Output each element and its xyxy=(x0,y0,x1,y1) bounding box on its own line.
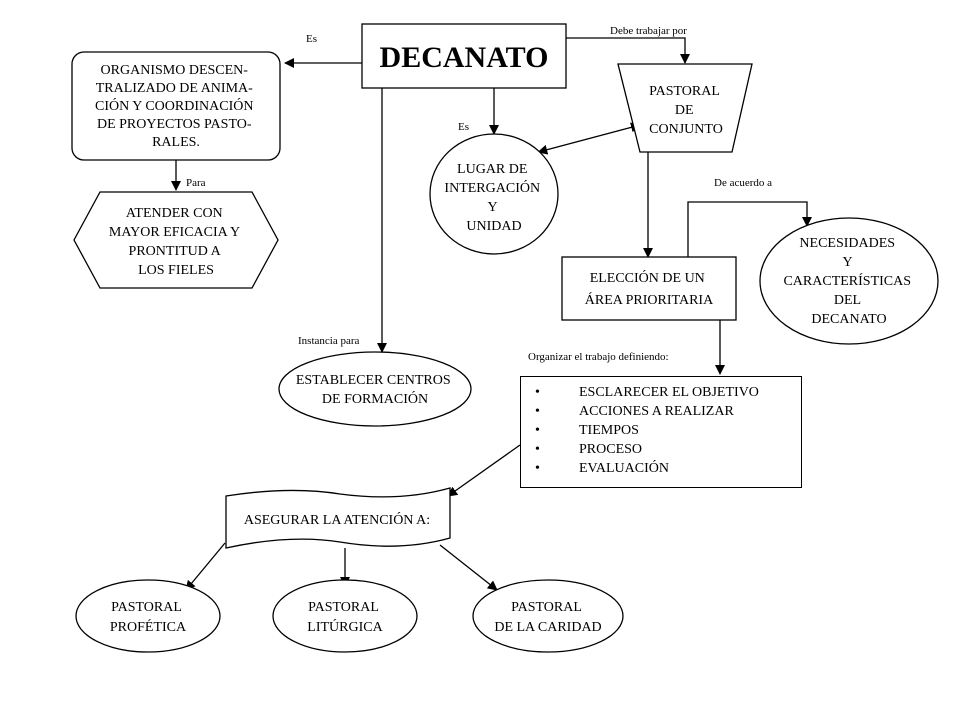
atender-line-4: LOS FIELES xyxy=(138,263,214,278)
organismo-line-1: ORGANISMO DESCEN- xyxy=(101,63,249,78)
establecer-line-1: ESTABLECER CENTROS xyxy=(296,373,451,388)
profetica-line-2: PROFÉTICA xyxy=(110,618,187,635)
svg-text:PASTORAL LITÚRGICA: PASTORAL LITÚRGICA xyxy=(307,600,383,635)
lugar-node: LUGAR DE INTERGACIÓN Y UNIDAD xyxy=(429,133,559,255)
profetica-line-1: PASTORAL xyxy=(111,600,181,615)
profetica-node: PASTORAL PROFÉTICA xyxy=(75,579,221,653)
necesidades-line-4: DEL xyxy=(834,293,861,308)
necesidades-line-2: Y xyxy=(842,255,852,270)
pastoral-conjunto-line-3: CONJUNTO xyxy=(649,122,723,137)
svg-text:NECESIDADES Y CARA: NECESIDADES Y CARACTERÍSTICAS DEL DECANA… xyxy=(783,236,914,327)
organismo-node: ORGANISMO DESCEN- TRALIZADO DE ANIMA- CI… xyxy=(71,51,281,161)
svg-text:ORGANISMO DESCEN- TRALIZ: ORGANISMO DESCEN- TRALIZADO DE ANIMA- CI… xyxy=(95,63,257,150)
establecer-line-2: DE FORMACIÓN xyxy=(322,390,428,407)
eleccion-node: ELECCIÓN DE UN ÁREA PRIORITARIA xyxy=(561,256,737,321)
label-debe-trabajar: Debe trabajar por xyxy=(610,25,687,37)
eleccion-line-2: ÁREA PRIORITARIA xyxy=(585,291,714,308)
establecer-node: ESTABLECER CENTROS DE FORMACIÓN xyxy=(278,351,472,427)
asegurar-node: ASEGURAR LA ATENCIÓN A: xyxy=(225,487,451,549)
svg-text:PASTORAL DE LA CARIDAD: PASTORAL DE LA CARIDAD xyxy=(494,600,601,635)
necesidades-node: NECESIDADES Y CARACTERÍSTICAS DEL DECANA… xyxy=(759,217,939,345)
connector-decanato-pastoral-conjunto xyxy=(566,37,690,64)
label-para: Para xyxy=(186,177,206,189)
objetivos-list: ESCLARECER EL OBJETIVO ACCIONES A REALIZ… xyxy=(521,377,801,478)
connector-objetivos-asegurar xyxy=(447,444,521,497)
objetivo-item: PROCESO xyxy=(521,440,801,459)
svg-text:LUGAR DE INTERGACIÓN: LUGAR DE INTERGACIÓN Y UNIDAD xyxy=(444,162,543,234)
connector-asegurar-caridad xyxy=(439,544,498,591)
objetivo-item: EVALUACIÓN xyxy=(521,459,801,478)
label-organizar: Organizar el trabajo definiendo: xyxy=(528,351,669,363)
liturgica-line-1: PASTORAL xyxy=(308,600,378,615)
decanato-title: DECANATO xyxy=(380,41,549,74)
label-es-mid: Es xyxy=(458,121,469,133)
label-es-left: Es xyxy=(306,33,317,45)
objetivo-item: TIEMPOS xyxy=(521,421,801,440)
atender-line-1: ATENDER CON xyxy=(126,206,223,221)
liturgica-node: PASTORAL LITÚRGICA xyxy=(272,579,418,653)
objetivos-box: ESCLARECER EL OBJETIVO ACCIONES A REALIZ… xyxy=(520,376,802,488)
label-de-acuerdo: De acuerdo a xyxy=(714,177,772,189)
pastoral-conjunto-line-1: PASTORAL xyxy=(649,84,719,99)
connector-asegurar-profetica xyxy=(185,542,226,591)
atender-line-3: PRONTITUD A xyxy=(129,244,222,259)
lugar-line-1: LUGAR DE xyxy=(457,162,527,177)
atender-node: ATENDER CON MAYOR EFICACIA Y PRONTITUD A… xyxy=(73,191,279,289)
svg-text:ELECCIÓN DE UN ÁREA PRIO: ELECCIÓN DE UN ÁREA PRIORITARIA xyxy=(585,269,714,308)
objetivo-item: ESCLARECER EL OBJETIVO xyxy=(521,383,801,402)
atender-line-2: MAYOR EFICACIA Y xyxy=(109,225,240,240)
necesidades-line-3: CARACTERÍSTICAS xyxy=(783,272,911,289)
necesidades-line-5: DECANATO xyxy=(811,312,886,327)
label-instancia: Instancia para xyxy=(298,335,359,347)
pastoral-conjunto-line-2: DE xyxy=(675,103,694,118)
svg-text:PASTORAL DE CONJUN: PASTORAL DE CONJUNTO xyxy=(649,84,723,137)
eleccion-line-1: ELECCIÓN DE UN xyxy=(590,269,705,286)
lugar-line-4: UNIDAD xyxy=(466,219,521,234)
asegurar-label: ASEGURAR LA ATENCIÓN A: xyxy=(244,511,430,528)
organismo-line-3: CIÓN Y COORDINACIÓN xyxy=(95,97,253,114)
caridad-line-1: PASTORAL xyxy=(511,600,581,615)
decanato-node: DECANATO xyxy=(361,23,567,89)
organismo-line-4: DE PROYECTOS PASTO- xyxy=(97,117,252,132)
connector-eleccion-necesidades xyxy=(687,201,812,257)
caridad-line-2: DE LA CARIDAD xyxy=(494,620,601,635)
organismo-line-5: RALES. xyxy=(152,135,200,150)
necesidades-line-1: NECESIDADES xyxy=(799,236,895,251)
liturgica-line-2: LITÚRGICA xyxy=(307,618,383,635)
svg-text:ESTABLECER CENTROS DE FO: ESTABLECER CENTROS DE FORMACIÓN xyxy=(296,373,454,407)
objetivo-item: ACCIONES A REALIZAR xyxy=(521,402,801,421)
lugar-line-2: INTERGACIÓN xyxy=(444,179,540,196)
lugar-line-3: Y xyxy=(487,200,497,215)
connector-lugar-pastoral-conjunto xyxy=(537,122,641,155)
caridad-node: PASTORAL DE LA CARIDAD xyxy=(472,579,624,653)
pastoral-conjunto-node: PASTORAL DE CONJUNTO xyxy=(617,63,753,153)
svg-text:PASTORAL PROFÉTICA: PASTORAL PROFÉTICA xyxy=(110,600,187,635)
organismo-line-2: TRALIZADO DE ANIMA- xyxy=(96,81,253,96)
svg-text:ATENDER CON MAYOR EFICAC: ATENDER CON MAYOR EFICACIA Y PRONTITUD A… xyxy=(109,206,243,278)
